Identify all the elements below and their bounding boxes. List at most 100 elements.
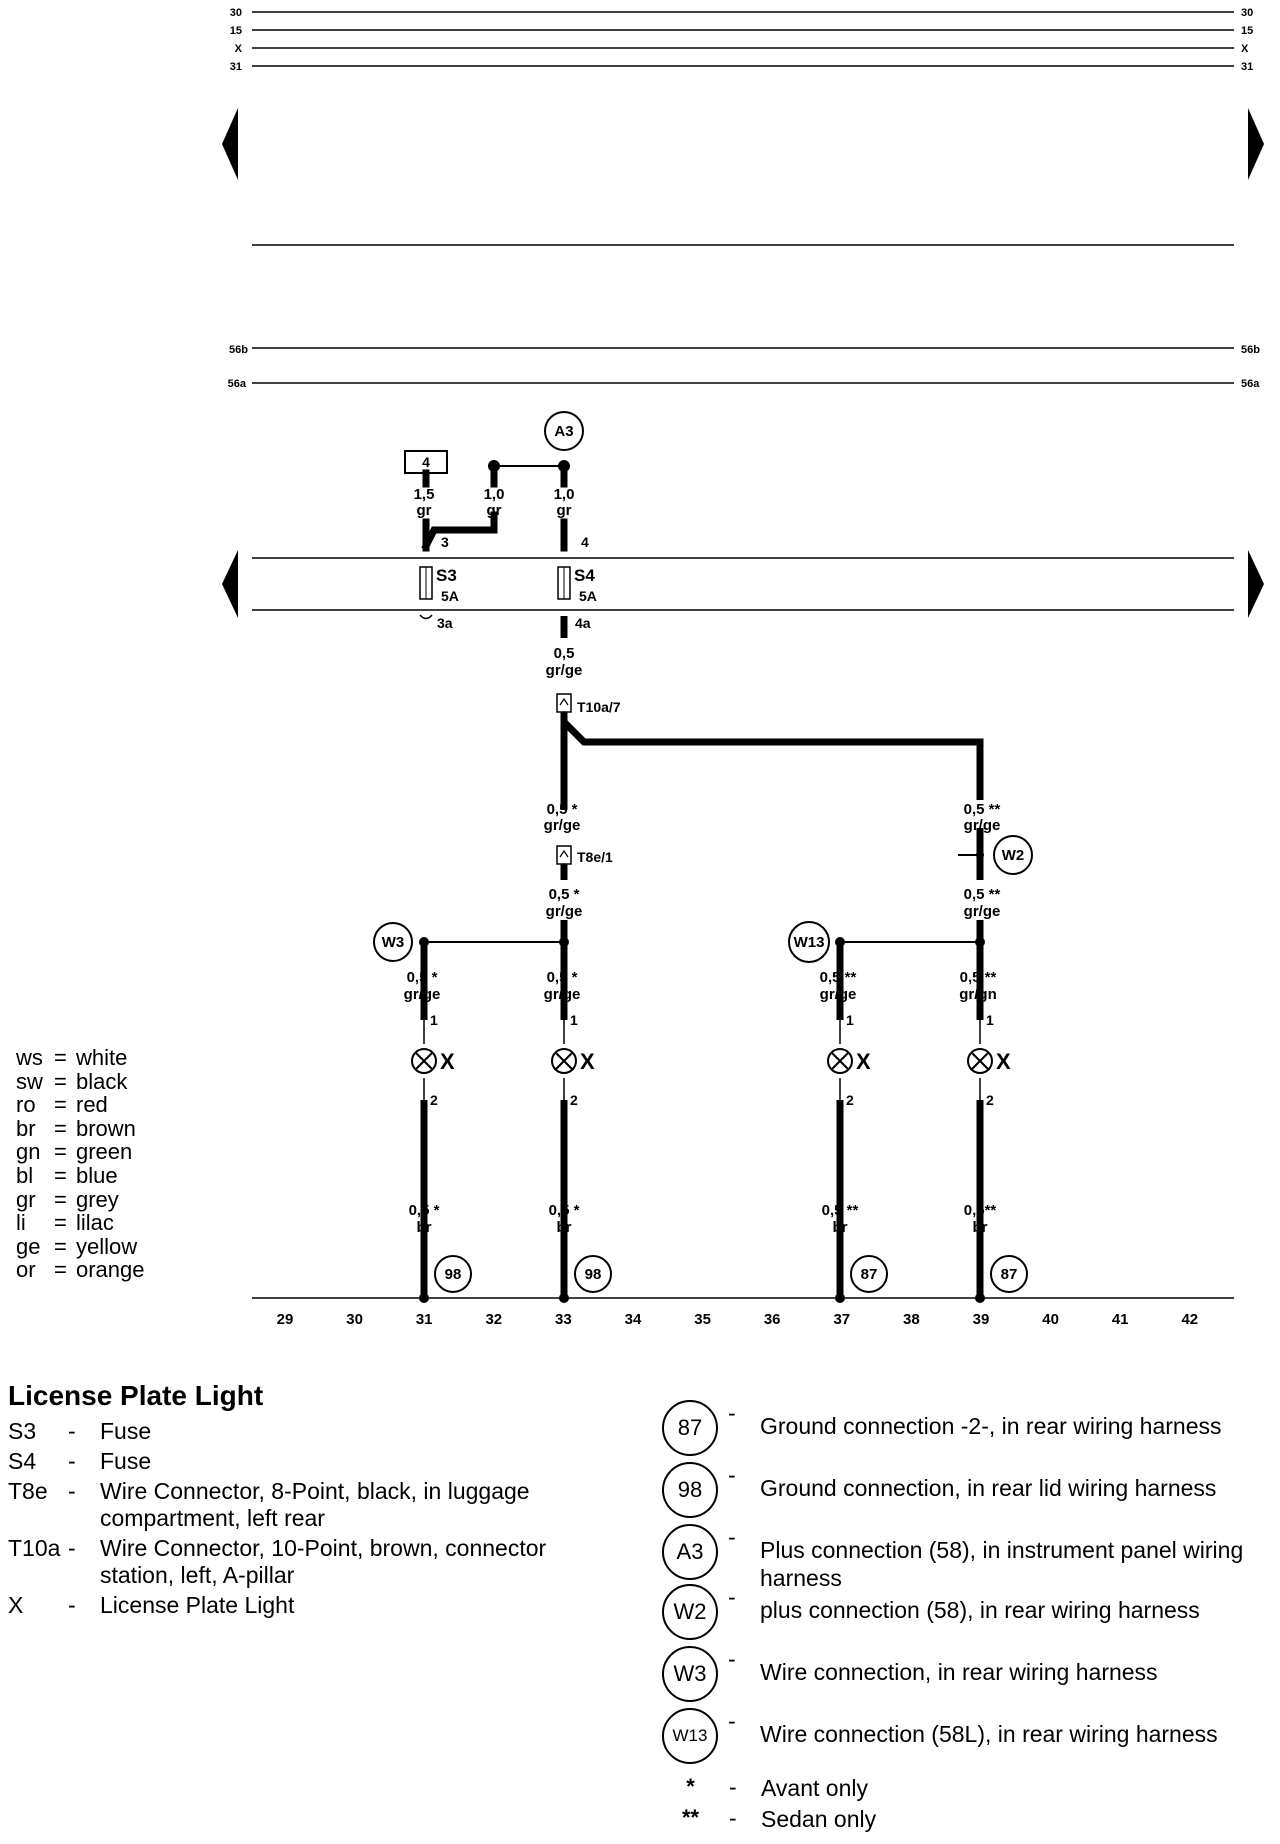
color-code: gn	[16, 1139, 41, 1165]
color-name: grey	[76, 1186, 119, 1212]
color-name: green	[76, 1139, 133, 1165]
color-key-row: bl=blue	[16, 1164, 145, 1188]
color-key-row: li=lilac	[16, 1211, 145, 1235]
rail-30-label-left: 30	[230, 7, 242, 19]
connection-desc: Wire connection (58L), in rear wiring ha…	[760, 1721, 1218, 1747]
continuation-arrow-left-top	[222, 108, 238, 180]
connection-legend-item: W3 - Wire connection, in rear wiring har…	[662, 1646, 1272, 1702]
legend-dash: -	[728, 1524, 736, 1550]
color-code: ge	[16, 1233, 41, 1259]
legend-dash: -	[728, 1584, 736, 1610]
lamp-pin-1: 1	[430, 1012, 438, 1028]
connection-legend-item: W13 - Wire connection (58L), in rear wir…	[662, 1708, 1272, 1764]
lamp-wire-color-bottom: br	[557, 1219, 572, 1236]
color-name: brown	[76, 1115, 136, 1141]
continuation-arrow-right-top	[1248, 108, 1264, 180]
equals-sign: =	[54, 1139, 67, 1165]
lamp-wire-size-top: 0,5 *	[407, 969, 438, 986]
fuse-panel-band	[252, 557, 1234, 611]
ground-87-symbol: 87	[662, 1400, 718, 1456]
grid-number: 29	[277, 1311, 294, 1328]
legend-desc: Fuse	[100, 1418, 152, 1444]
legend-item: S4 -Fuse	[8, 1448, 608, 1475]
connection-desc: plus connection (58), in rear wiring har…	[760, 1597, 1200, 1623]
connector-t8e-1: T8e/1	[556, 845, 613, 865]
connection-legend-item: W2 - plus connection (58), in rear wirin…	[662, 1584, 1272, 1640]
wire-jumper-size: 1,0	[484, 486, 505, 503]
ground-connection-label: 98	[445, 1266, 462, 1283]
legend-item: X-License Plate Light	[8, 1592, 608, 1619]
wire-c39-b-color: gr/ge	[964, 903, 1001, 920]
wire-c33-b-color: gr/ge	[546, 903, 583, 920]
color-code: ro	[16, 1092, 36, 1118]
legend-dash: -	[68, 1535, 76, 1561]
ground-connection-label: 98	[585, 1266, 602, 1283]
wire-c33-b-size: 0,5 *	[549, 886, 580, 903]
legend-title: License Plate Light	[8, 1380, 264, 1411]
a3-connection-circle	[544, 411, 584, 451]
legend-dash: -	[68, 1448, 76, 1474]
continuation-arrow-right-fuse	[1248, 550, 1264, 618]
w13-connection-circle	[788, 921, 830, 963]
wire-s3-in-color: gr	[417, 502, 432, 519]
wire-c33-a-color: gr/ge	[544, 817, 581, 834]
lamp-pin-1: 1	[846, 1012, 854, 1028]
wire-4a-color: gr/ge	[546, 662, 583, 679]
wire-color-key: ws=white sw=black ro=red br=brown gn=gre…	[16, 1046, 145, 1282]
color-name: lilac	[76, 1210, 114, 1236]
lamp-wire-color-top: gr/gn	[959, 986, 997, 1003]
lamp-wire-size-bottom: 0,5**	[964, 1202, 997, 1219]
equals-sign: =	[54, 1210, 67, 1236]
color-code: sw	[16, 1068, 43, 1094]
connection-legend-item: ** - Sedan only	[662, 1805, 1272, 1833]
wire-a3-color: gr	[557, 502, 572, 519]
fuse-s3-in-pin: 3	[441, 534, 449, 550]
connection-desc: Avant only	[761, 1775, 868, 1801]
equals-sign: =	[54, 1092, 67, 1118]
legend-code: S4	[8, 1448, 37, 1474]
lamp-wire-size-top: 0,5 **	[820, 969, 857, 986]
legend-desc: Fuse	[100, 1448, 152, 1474]
lamp-wire-color-top: gr/ge	[544, 986, 581, 1003]
wire-jumper-color: gr	[487, 502, 502, 519]
legend-dash: -	[729, 1805, 737, 1831]
connection-legend-item: * - Avant only	[662, 1774, 1272, 1802]
fuse-s3-out-pin: 3a	[437, 615, 453, 631]
rail-x-label-right: X	[1241, 43, 1249, 55]
color-name: blue	[76, 1162, 118, 1188]
color-name: yellow	[76, 1233, 138, 1259]
rail-56a-label-right: 56a	[1241, 378, 1260, 390]
grid-number: 41	[1112, 1311, 1129, 1328]
grid-number: 40	[1042, 1311, 1059, 1328]
a3-symbol: A3	[662, 1524, 718, 1580]
color-code: ws	[16, 1045, 43, 1070]
lamp-wire-color-bottom: br	[833, 1219, 848, 1236]
top-rails	[252, 11, 1234, 67]
lamp-wire-size-top: 0,5 *	[547, 969, 578, 986]
legend-code: T10a	[8, 1535, 61, 1561]
equals-sign: =	[54, 1233, 67, 1259]
grid-number: 42	[1181, 1311, 1198, 1328]
single-asterisk-symbol: *	[686, 1774, 695, 1799]
fuse-s4: 4 S4 5A 4a	[557, 534, 597, 631]
a3-jumper	[488, 460, 570, 472]
lamp-wire-color-bottom: br	[973, 1219, 988, 1236]
wiring-diagram: 30 15 X 31 30 15 X 31 56b 56b 56a 56a 4 …	[222, 7, 1264, 1328]
connector-t10a-7: T10a/7	[556, 693, 621, 715]
grid-number: 32	[485, 1311, 502, 1328]
color-key-row: ws=white	[16, 1046, 145, 1070]
wire-a3-size: 1,0	[554, 486, 575, 503]
ground-connection-label: 87	[1001, 1266, 1018, 1283]
fuse-s4-out-pin: 4a	[575, 615, 591, 631]
lamp-pin-1: 1	[986, 1012, 994, 1028]
legend-dash: -	[728, 1708, 736, 1734]
color-name: white	[76, 1045, 128, 1070]
lamp-label: X	[856, 1049, 871, 1074]
legend-code: T8e	[8, 1478, 48, 1504]
ground-connection-circle	[850, 1255, 888, 1293]
lamp-wire-size-top: 0,5 **	[960, 969, 997, 986]
rail-56b-label-left: 56b	[229, 344, 248, 356]
